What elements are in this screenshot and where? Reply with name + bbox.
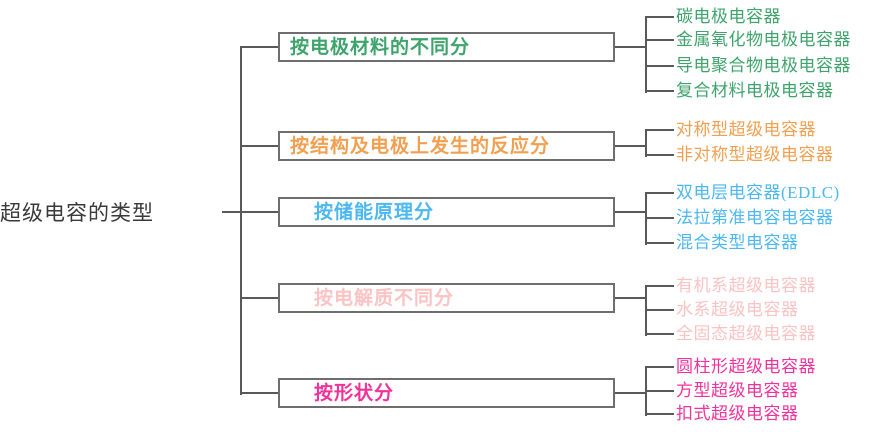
leaf-label[interactable]: 金属氧化物电极电容器 (676, 30, 851, 49)
branch-connector-line (240, 392, 278, 394)
root-connector-line (222, 211, 242, 213)
leaf-connector-stub (615, 145, 647, 147)
category-label: 按电极材料的不同分 (290, 36, 471, 58)
leaf-connector-stub (615, 46, 647, 48)
category-box[interactable]: 按储能原理分 (278, 197, 615, 227)
branch-connector-line (240, 46, 278, 48)
category-label: 按结构及电极上发生的反应分 (290, 135, 551, 157)
leaf-connector-stub (615, 392, 647, 394)
leaf-line (645, 217, 674, 219)
leaf-label[interactable]: 复合材料电极电容器 (676, 81, 834, 100)
trunk-line (240, 47, 242, 395)
leaf-label[interactable]: 圆柱形超级电容器 (676, 357, 816, 376)
leaf-connector-stub (615, 211, 647, 213)
category-label: 按储能原理分 (314, 201, 435, 223)
leaf-line (645, 413, 674, 415)
leaf-bracket-line (645, 130, 647, 157)
leaf-line (645, 333, 674, 335)
leaf-line (645, 39, 674, 41)
category-box[interactable]: 按形状分 (278, 378, 615, 408)
leaf-label[interactable]: 方型超级电容器 (676, 381, 799, 400)
category-label: 按形状分 (314, 382, 395, 404)
root-label: 超级电容的类型 (0, 201, 154, 225)
leaf-label[interactable]: 水系超级电容器 (676, 300, 799, 319)
leaf-line (645, 366, 674, 368)
leaf-line (645, 242, 674, 244)
leaf-bracket-line (645, 17, 647, 93)
leaf-label[interactable]: 对称型超级电容器 (676, 120, 816, 139)
leaf-bracket-line (645, 286, 647, 336)
leaf-label[interactable]: 有机系超级电容器 (676, 276, 816, 295)
branch-connector-line (240, 145, 278, 147)
leaf-label[interactable]: 混合类型电容器 (676, 233, 799, 252)
leaf-bracket-line (645, 193, 647, 245)
leaf-line (645, 390, 674, 392)
leaf-line (645, 90, 674, 92)
leaf-label[interactable]: 法拉第准电容电容器 (676, 208, 834, 227)
leaf-line (645, 154, 674, 156)
category-label: 按电解质不同分 (314, 287, 455, 309)
leaf-label[interactable]: 导电聚合物电极电容器 (676, 56, 851, 75)
leaf-connector-stub (615, 297, 647, 299)
leaf-line (645, 192, 674, 194)
branch-connector-line (240, 211, 278, 213)
leaf-label[interactable]: 碳电极电容器 (676, 7, 781, 26)
category-box[interactable]: 按结构及电极上发生的反应分 (278, 131, 615, 161)
leaf-line (645, 129, 674, 131)
leaf-label[interactable]: 全固态超级电容器 (676, 324, 816, 343)
branch-connector-line (240, 297, 278, 299)
leaf-line (645, 285, 674, 287)
leaf-line (645, 309, 674, 311)
leaf-line (645, 16, 674, 18)
category-box[interactable]: 按电极材料的不同分 (278, 32, 615, 62)
leaf-label[interactable]: 扣式超级电容器 (676, 404, 799, 423)
leaf-label[interactable]: 双电层电容器(EDLC) (676, 183, 840, 202)
category-box[interactable]: 按电解质不同分 (278, 283, 615, 313)
leaf-label[interactable]: 非对称型超级电容器 (676, 145, 834, 164)
leaf-line (645, 65, 674, 67)
